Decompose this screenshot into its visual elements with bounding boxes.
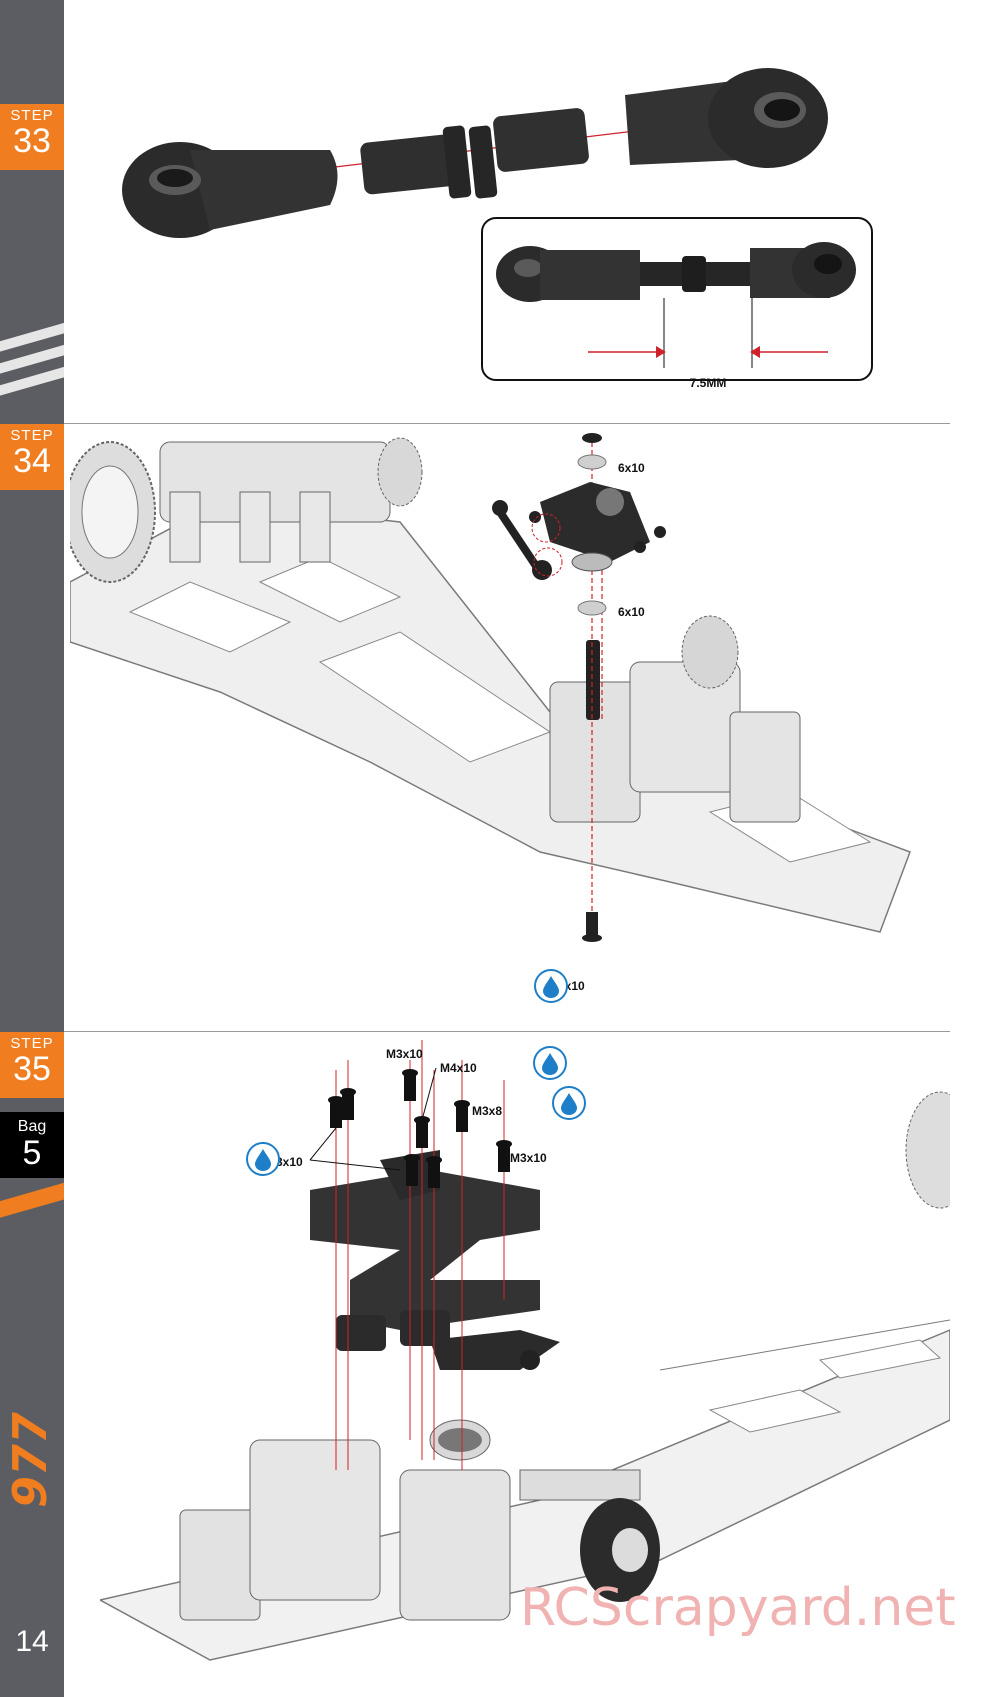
screw-b-label: M4x10: [440, 1061, 477, 1075]
step-34-illustration: 6x10 6x10 M4x10: [70, 433, 911, 993]
step-number: 33: [13, 122, 51, 160]
leader-line: [309, 1127, 337, 1161]
arrow-right-head: [750, 346, 760, 358]
chassis-slot: [708, 1389, 842, 1433]
spur-gear: [70, 441, 156, 583]
chassis-slot: [818, 1339, 942, 1379]
spur-gear: [905, 1091, 950, 1209]
post-middle: [400, 1310, 450, 1346]
bag-label: Bag: [17, 1118, 47, 1135]
steering-post: [586, 640, 600, 720]
chassis-slot: [128, 581, 292, 653]
step-34-tab: STEP 34: [0, 424, 64, 490]
bottom-screw: [586, 912, 598, 938]
leader-line: [421, 1067, 437, 1121]
threadlock-icon: [246, 1142, 280, 1176]
step-number: 35: [13, 1050, 51, 1088]
step-35-tab: STEP 35: [0, 1032, 64, 1098]
bag-tab: Bag 5: [0, 1112, 64, 1178]
step-label: STEP: [10, 107, 54, 124]
chassis-slot: [258, 556, 402, 623]
screw-c-label: M3x8: [472, 1104, 502, 1118]
dimension-label: 7.5MM: [690, 376, 727, 390]
section-divider: [64, 1031, 950, 1032]
front-bulkhead-assembly: [179, 1419, 660, 1621]
arrow-left-head: [656, 346, 666, 358]
spacer-top: [577, 454, 607, 470]
watermark: RCScrapyard.net: [520, 1578, 956, 1638]
steering-link: [492, 500, 563, 580]
rear-bulkhead-assembly: [159, 437, 423, 563]
spacer-bottom-label: 6x10: [618, 605, 645, 619]
rod-end-right: [625, 68, 828, 168]
section-divider: [64, 423, 950, 424]
svg-text:977: 977: [4, 1412, 57, 1508]
post-left: [336, 1315, 386, 1351]
step-label: STEP: [10, 1035, 54, 1052]
top-screw: [582, 433, 602, 443]
page-number: 14: [15, 1625, 49, 1658]
bag-number: 5: [22, 1134, 42, 1172]
rod-end-left: [122, 142, 338, 238]
assembled-turnbuckle: [496, 242, 856, 302]
spacer-bottom: [577, 600, 607, 616]
step-label: STEP: [10, 427, 54, 444]
front-bulkhead-assembly: [549, 615, 801, 823]
step-33-tab: STEP 33: [0, 104, 64, 170]
screw-a-label: M3x10: [386, 1047, 423, 1061]
spacer-top-label: 6x10: [618, 461, 645, 475]
threadlock-icon: [534, 969, 568, 1003]
leader-line: [309, 1159, 401, 1171]
bottom-screw-head: [582, 934, 602, 942]
steering-crank: [529, 482, 666, 572]
bearing: [438, 1428, 482, 1452]
crank-ball: [520, 1350, 540, 1370]
step-number: 34: [13, 442, 51, 480]
step-33-illustration: 7.5MM: [122, 68, 873, 390]
threadlock-icon: [533, 1046, 567, 1080]
977-logo: 977: [4, 1412, 57, 1508]
screws: [328, 1069, 512, 1188]
decorative-stripe: [0, 1173, 64, 1223]
carbon-brace: [310, 1150, 540, 1330]
threadlock-icon: [552, 1086, 586, 1120]
turnbuckle-connector: [360, 108, 589, 199]
screw-d-label: M3x10: [510, 1151, 547, 1165]
step-35-illustration: M3x10 M4x10 M3x8 M3x10 M3x10: [100, 1040, 950, 1661]
sidebar: STEP 33 STEP 34 STEP 35 Bag 5 977 14: [0, 0, 64, 1697]
